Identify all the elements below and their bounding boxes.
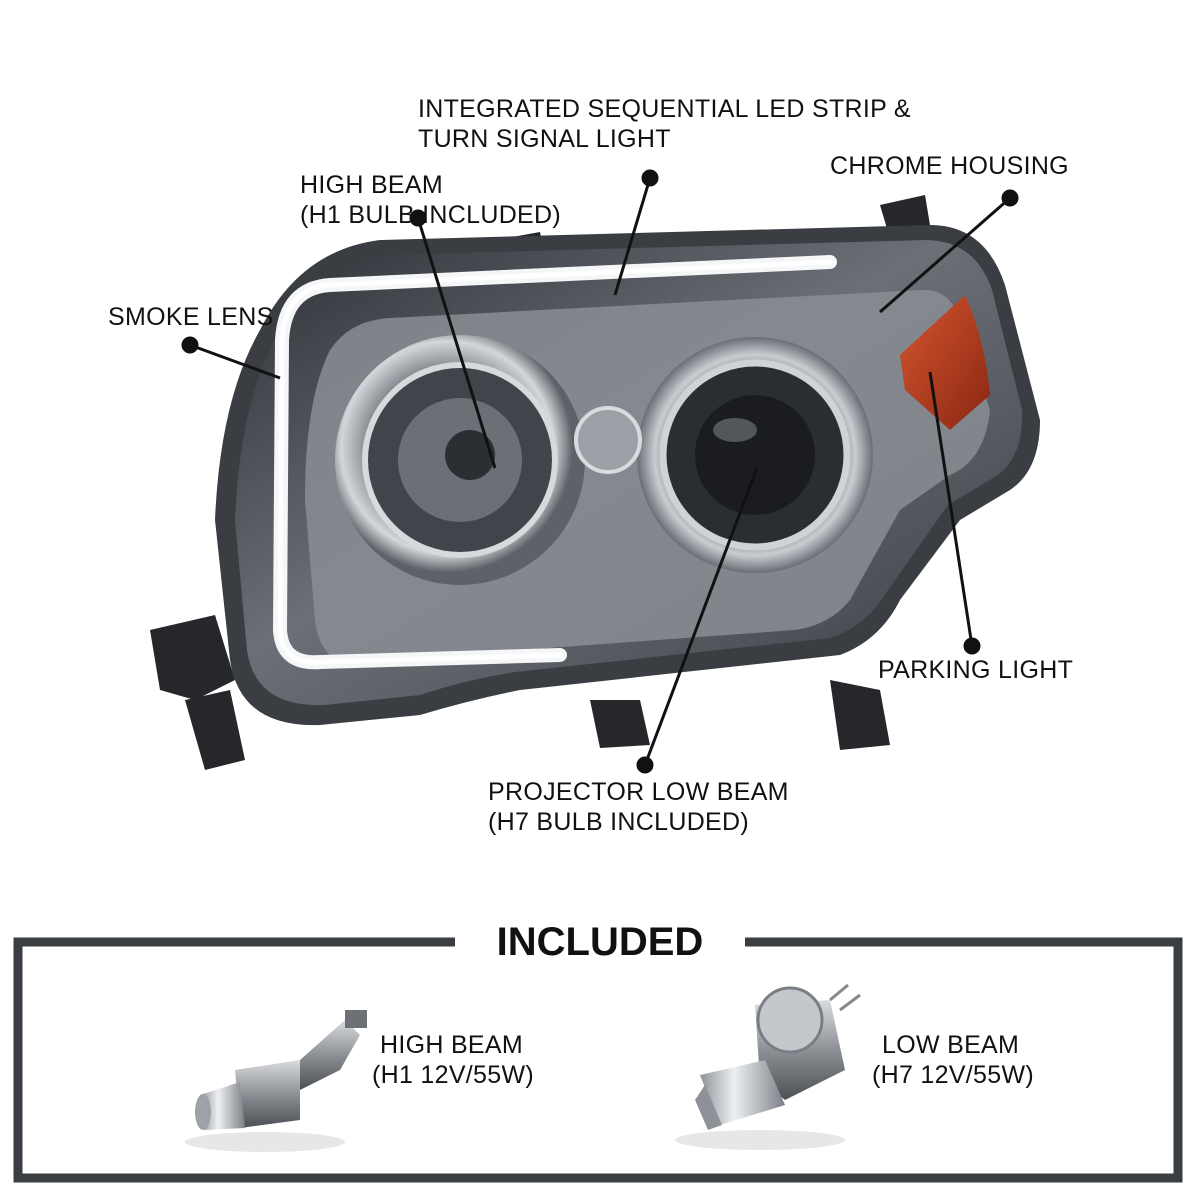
- callout-smoke-lens-line1: SMOKE LENS: [108, 303, 274, 331]
- included-item-high-beam: HIGH BEAM (H1 12V/55W): [372, 1030, 534, 1090]
- callout-projector-low-beam-line1: PROJECTOR LOW BEAM: [488, 778, 789, 806]
- callout-high-beam-line2: (H1 BULB INCLUDED): [300, 201, 562, 229]
- callout-chrome-housing: CHROME HOUSING: [830, 151, 1069, 181]
- callout-projector-low-beam-line2: (H7 BULB INCLUDED): [488, 808, 750, 836]
- center-reflector: [574, 406, 642, 474]
- callout-parking-light: PARKING LIGHT: [878, 655, 1073, 685]
- callout-smoke-lens: SMOKE LENS: [108, 302, 274, 332]
- included-item-low-beam-line2: (H7 12V/55W): [872, 1061, 1034, 1089]
- included-item-high-beam-line1: HIGH BEAM: [380, 1031, 523, 1059]
- included-title: INCLUDED: [455, 918, 745, 966]
- callout-led-strip: INTEGRATED SEQUENTIAL LED STRIP & TURN S…: [418, 94, 911, 154]
- callout-high-beam-line1: HIGH BEAM: [300, 171, 443, 199]
- included-panel-frame: [13, 937, 1183, 1183]
- mounting-brackets: [150, 195, 930, 770]
- callout-projector-low-beam: PROJECTOR LOW BEAM (H7 BULB INCLUDED): [488, 777, 789, 837]
- included-item-high-beam-line2: (H1 12V/55W): [372, 1061, 534, 1089]
- h7-bulb-icon: [675, 983, 861, 1150]
- parking-light-amber: [900, 295, 990, 430]
- callout-led-strip-line2: TURN SIGNAL LIGHT: [418, 125, 671, 153]
- projector-low-beam-unit: [637, 337, 873, 573]
- callout-chrome-housing-line1: CHROME HOUSING: [830, 152, 1069, 180]
- callout-lines: [181, 169, 1019, 774]
- high-beam-reflector: [335, 335, 585, 585]
- included-item-low-beam: LOW BEAM (H7 12V/55W): [872, 1030, 1034, 1090]
- h1-bulb-icon: [185, 1010, 367, 1152]
- callout-led-strip-line1: INTEGRATED SEQUENTIAL LED STRIP &: [418, 95, 911, 123]
- callout-high-beam: HIGH BEAM (H1 BULB INCLUDED): [300, 170, 561, 230]
- included-item-low-beam-line1: LOW BEAM: [882, 1031, 1020, 1059]
- callout-parking-light-line1: PARKING LIGHT: [878, 656, 1074, 684]
